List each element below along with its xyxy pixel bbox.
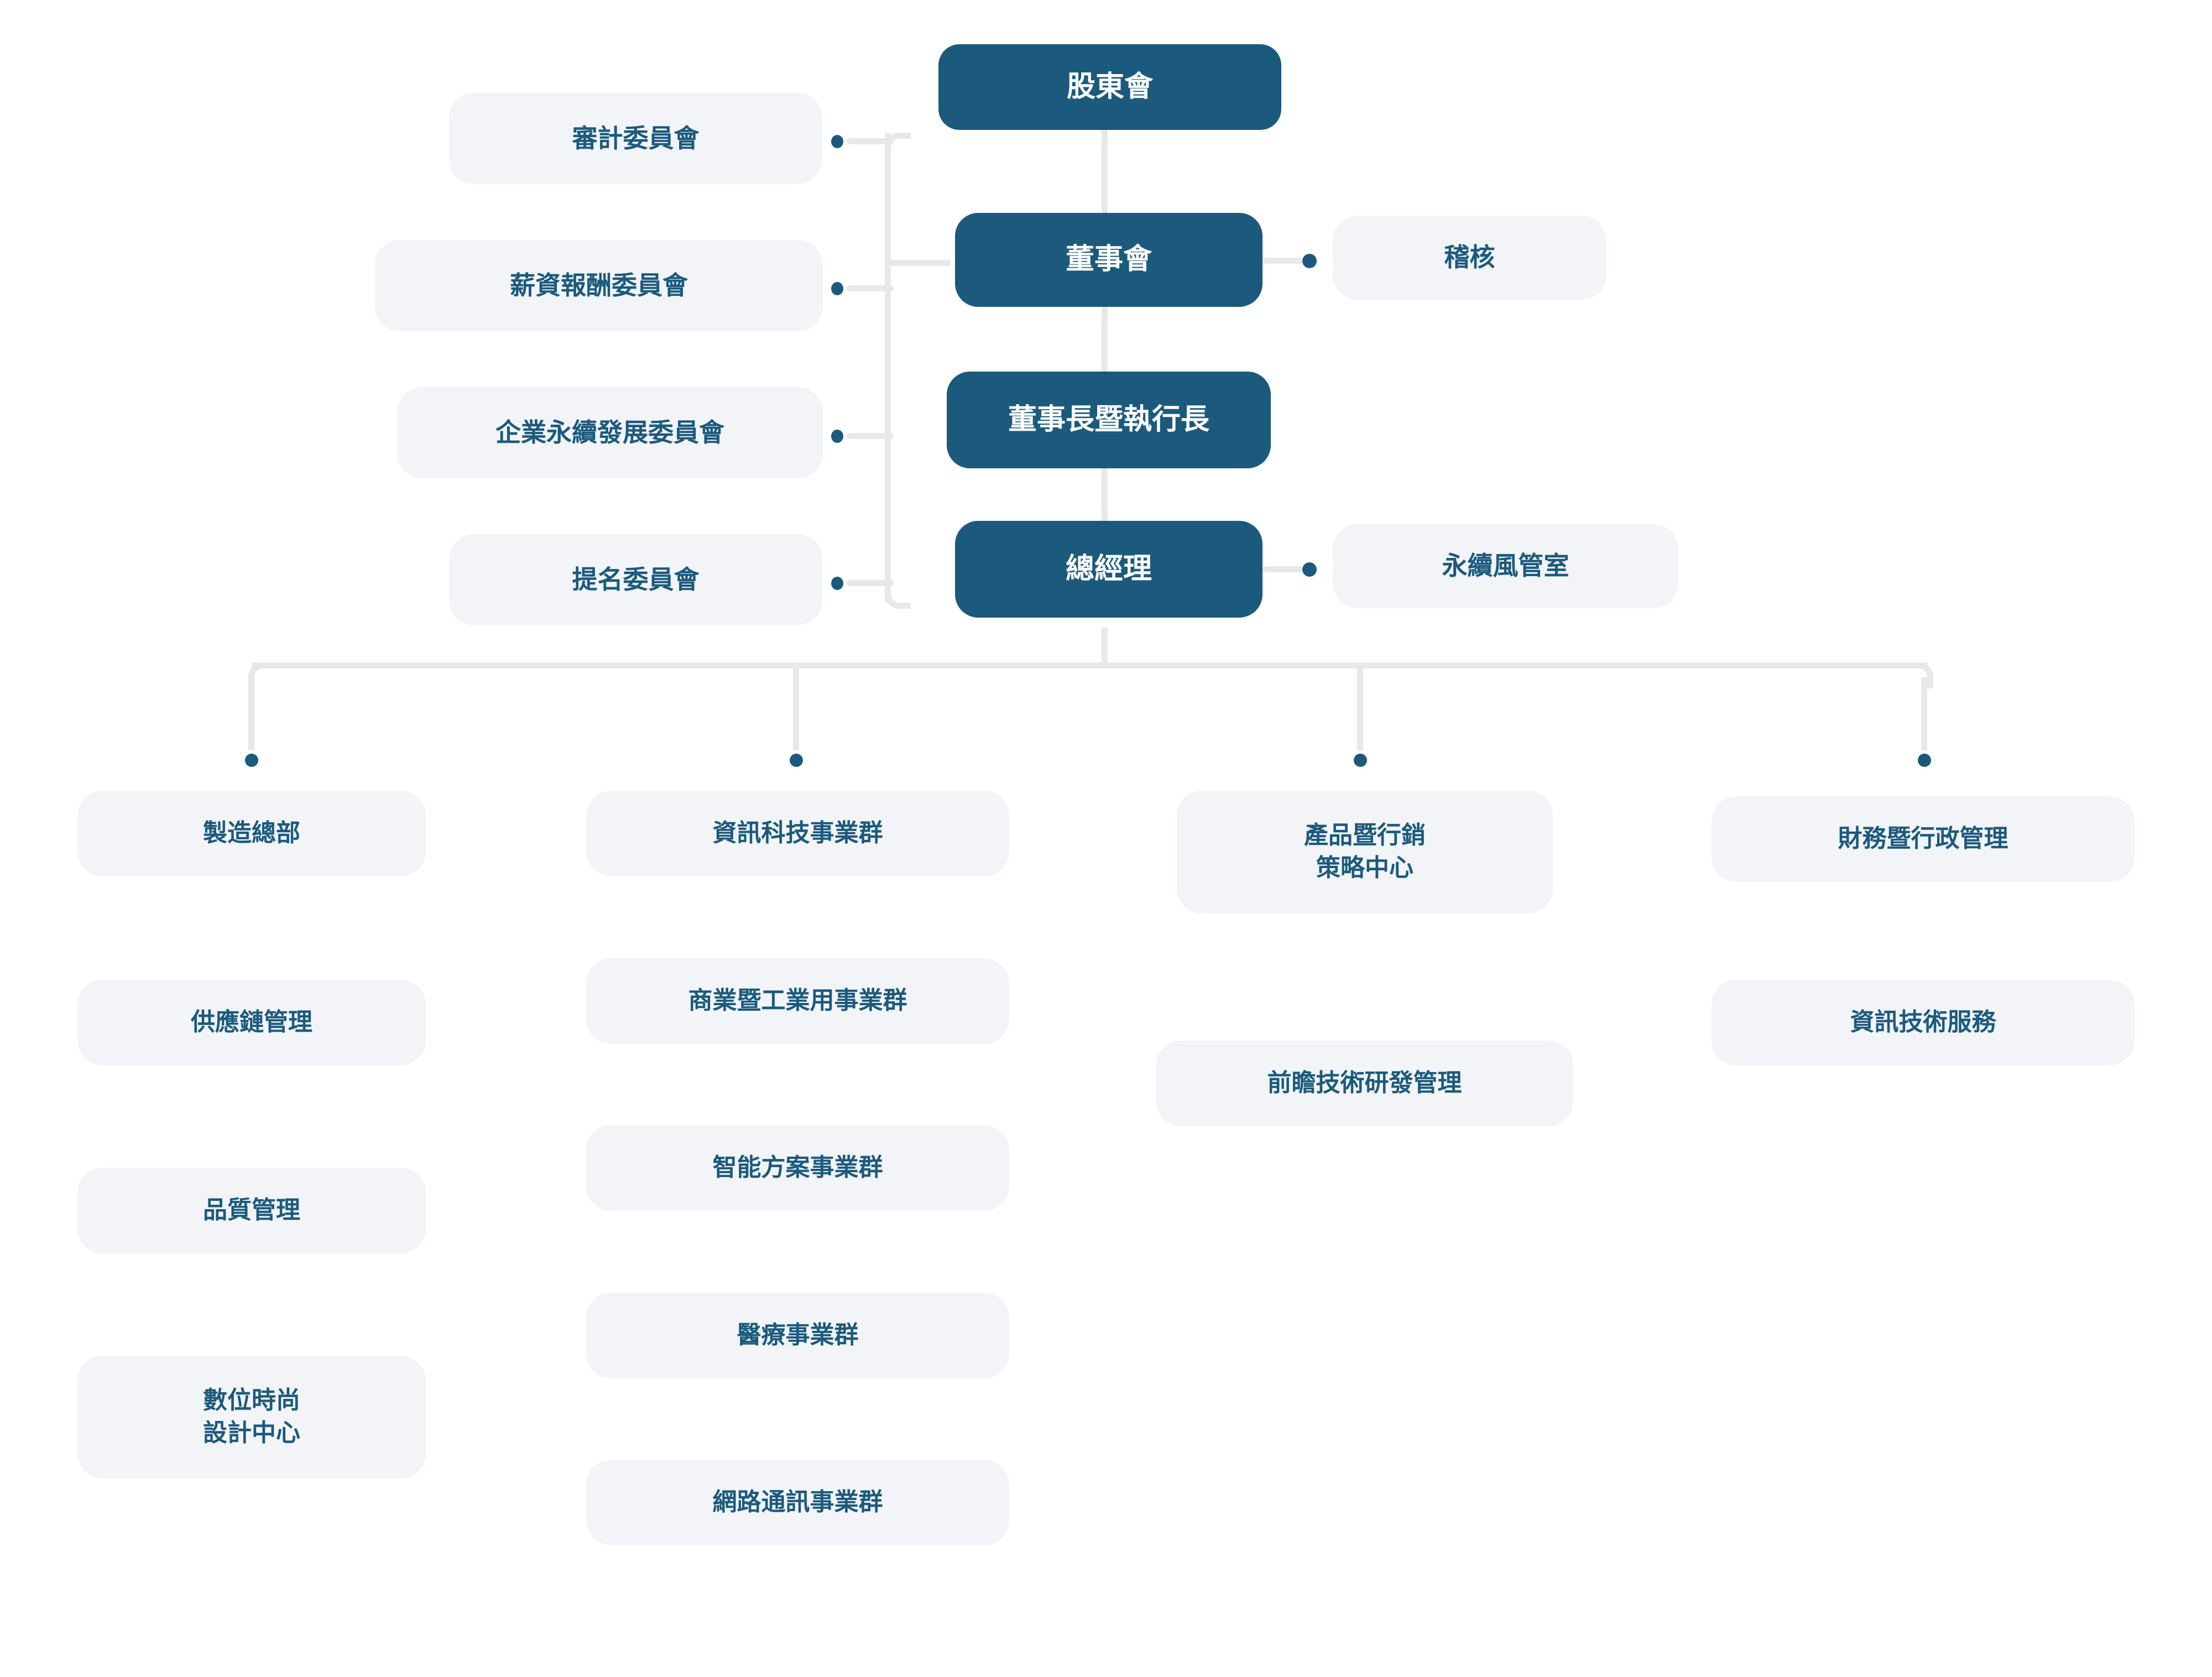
node-audit-committee[interactable]: 審計委員會 [449,93,822,184]
connector-board-to-internal-audit [1262,258,1302,264]
node-internal-audit[interactable]: 稽核 [1333,216,1606,300]
node-compensation-committee[interactable]: 薪資報酬委員會 [375,240,823,331]
committee-stub-audit [847,138,894,144]
node-information-technology-services[interactable]: 資訊技術服務 [1712,980,2135,1065]
node-medical-business-group[interactable]: 醫療事業群 [586,1293,1009,1378]
connector-chairman-to-president [1102,466,1108,554]
node-supply-chain-management[interactable]: 供應鏈管理 [77,980,426,1065]
node-board-of-directors[interactable]: 董事會 [955,213,1262,307]
division-drop-1 [248,677,254,750]
committee-bracket-bottom-corner [885,583,911,609]
connector-president-to-division-bus [1102,628,1108,666]
connector-president-to-risk-office [1262,566,1302,572]
node-manufacturing-hq[interactable]: 製造總部 [77,791,426,876]
division-bus-right-corner [1907,662,1933,688]
connector-dot-division-2 [790,754,803,767]
connector-dot-division-4 [1918,754,1931,767]
node-network-communication-business-group[interactable]: 網路通訊事業群 [586,1460,1009,1545]
connector-dot-audit-committee [831,135,843,148]
connector-dot-internal-audit [1302,254,1317,268]
node-advanced-technology-rd-management[interactable]: 前瞻技術研發管理 [1156,1041,1573,1126]
division-drop-4 [1921,677,1927,750]
node-finance-administration-management[interactable]: 財務暨行政管理 [1712,796,2135,882]
node-it-business-group[interactable]: 資訊科技事業群 [586,791,1009,876]
node-smart-solutions-business-group[interactable]: 智能方案事業群 [586,1125,1009,1211]
committee-bracket-spine [885,133,891,603]
division-drop-2 [793,662,799,750]
connector-dot-division-3 [1354,754,1367,767]
connector-dot-nomination-committee [831,577,843,590]
connector-dot-compensation-committee [831,282,843,295]
committee-bracket-top-corner [885,133,911,159]
connector-dot-division-1 [245,754,258,767]
connector-dot-sustainability-committee [831,430,843,443]
node-shareholders[interactable]: 股東會 [938,44,1281,130]
node-quality-management[interactable]: 品質管理 [77,1168,426,1253]
division-bus-horizontal [252,662,1927,668]
node-president[interactable]: 總經理 [955,521,1262,618]
node-product-marketing-strategy-center[interactable]: 產品暨行銷 策略中心 [1177,791,1553,913]
node-nomination-committee[interactable]: 提名委員會 [449,534,822,625]
committee-stub-sustainability [847,433,894,439]
node-chairman-ceo[interactable]: 董事長暨執行長 [947,372,1271,468]
node-sustainability-committee[interactable]: 企業永續發展委員會 [397,387,823,478]
division-drop-3 [1357,662,1363,750]
node-sustainability-risk-office[interactable]: 永續風管室 [1333,524,1678,608]
division-bus-left-corner [248,662,274,688]
committee-bracket-to-board [885,260,951,266]
committee-stub-nomination [847,580,894,586]
connector-shareholders-to-board [1102,127,1108,218]
committee-stub-compensation [847,285,894,291]
node-digital-fashion-design-center[interactable]: 數位時尚 設計中心 [77,1356,426,1479]
connector-board-to-chairman [1102,307,1108,395]
node-commercial-industrial-business-group[interactable]: 商業暨工業用事業群 [586,958,1009,1044]
connector-dot-risk-office [1302,562,1317,577]
